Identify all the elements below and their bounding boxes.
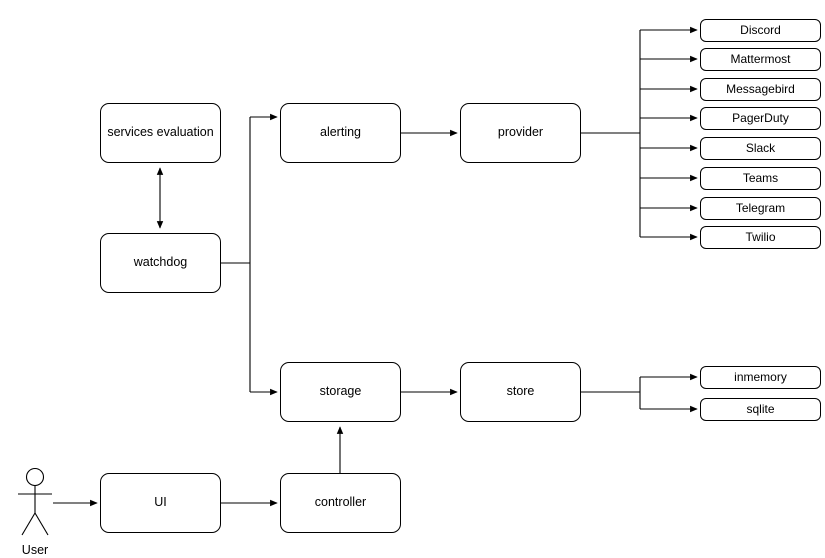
node-store-label: store — [506, 384, 535, 399]
node-services-evaluation[interactable]: services evaluation — [100, 103, 221, 163]
user-actor-label: User — [21, 543, 49, 557]
node-provider-discord[interactable]: Discord — [700, 19, 821, 42]
node-storage[interactable]: storage — [280, 362, 401, 422]
node-store-inmemory[interactable]: inmemory — [700, 366, 821, 389]
node-provider-twilio[interactable]: Twilio — [700, 226, 821, 249]
node-store-sqlite-label: sqlite — [746, 401, 775, 416]
node-storage-label: storage — [319, 384, 362, 399]
node-controller-label: controller — [314, 495, 367, 510]
node-provider[interactable]: provider — [460, 103, 581, 163]
node-provider-teams-label: Teams — [742, 170, 779, 185]
node-provider-messagebird-label: Messagebird — [726, 81, 795, 96]
node-ui-label: UI — [154, 495, 167, 510]
node-provider-telegram-label: Telegram — [735, 200, 786, 215]
user-actor[interactable]: User — [5, 465, 65, 558]
node-provider-mattermost-label: Mattermost — [730, 51, 791, 66]
node-provider-discord-label: Discord — [740, 22, 781, 37]
node-alerting[interactable]: alerting — [280, 103, 401, 163]
node-alerting-label: alerting — [320, 125, 361, 140]
node-provider-slack-label: Slack — [745, 140, 776, 155]
node-provider-pagerduty[interactable]: PagerDuty — [700, 107, 821, 130]
node-provider-label: provider — [497, 125, 544, 140]
node-store-inmemory-label: inmemory — [734, 369, 787, 384]
node-provider-messagebird[interactable]: Messagebird — [700, 78, 821, 101]
node-services-evaluation-label: services evaluation — [107, 125, 214, 140]
node-controller[interactable]: controller — [280, 473, 401, 533]
node-provider-telegram[interactable]: Telegram — [700, 197, 821, 220]
node-provider-teams[interactable]: Teams — [700, 167, 821, 190]
user-actor-figure — [18, 467, 52, 536]
node-provider-pagerduty-label: PagerDuty — [732, 110, 789, 125]
node-store-sqlite[interactable]: sqlite — [700, 398, 821, 421]
node-provider-mattermost[interactable]: Mattermost — [700, 48, 821, 71]
node-store[interactable]: store — [460, 362, 581, 422]
node-watchdog-label: watchdog — [133, 255, 188, 270]
node-provider-twilio-label: Twilio — [745, 229, 776, 244]
node-watchdog[interactable]: watchdog — [100, 233, 221, 293]
node-provider-slack[interactable]: Slack — [700, 137, 821, 160]
node-ui[interactable]: UI — [100, 473, 221, 533]
